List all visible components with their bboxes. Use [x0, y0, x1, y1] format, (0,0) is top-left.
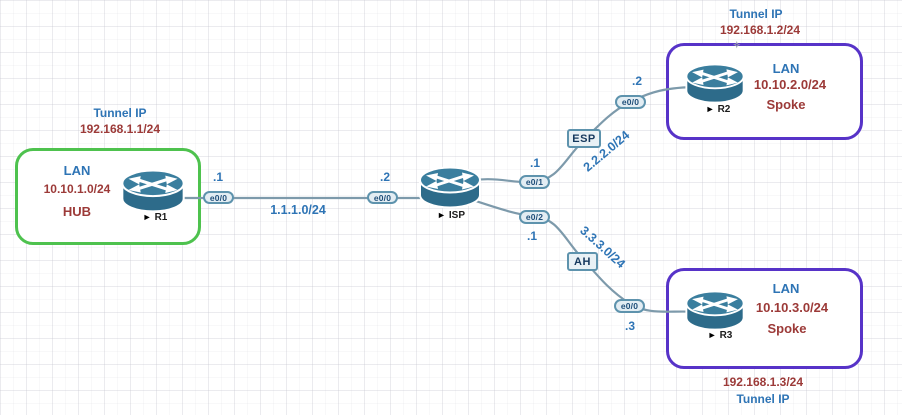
- isp-e00-port-badge: e0/0: [367, 191, 398, 204]
- router-label-isp: ► ISP: [421, 210, 481, 221]
- router-label-r1: ► R1: [125, 212, 185, 223]
- isp-e00-address: .2: [379, 170, 390, 184]
- r3-e00-address: .3: [624, 319, 635, 333]
- r2-e00-address: .2: [631, 74, 642, 88]
- isp-e01-address: .1: [529, 156, 540, 170]
- cursor-artifact: ✧: [733, 40, 741, 50]
- r2-tunnel-ip: 192.168.1.2/24: [719, 23, 801, 37]
- hub-role-label: HUB: [62, 204, 92, 219]
- r2-lan-subnet: 10.10.2.0/24: [753, 77, 827, 92]
- r3-tunnel-ip: 192.168.1.3/24: [722, 375, 804, 389]
- play-icon: ►: [705, 104, 715, 114]
- router-label-r2: ► R2: [688, 104, 748, 115]
- r1-e00-port-badge: e0/0: [203, 191, 234, 204]
- hub-tunnel-ip: 192.168.1.1/24: [79, 122, 161, 136]
- r2-role-label: Spoke: [766, 97, 806, 112]
- esp-protocol-badge: ESP: [567, 129, 601, 148]
- r3-lan-subnet: 10.10.3.0/24: [755, 300, 829, 315]
- hub-lan-label: LAN: [63, 163, 91, 178]
- play-icon: ►: [142, 212, 152, 222]
- ah-protocol-badge: AH: [567, 252, 598, 271]
- isp-e01-port-badge: e0/1: [519, 175, 550, 189]
- router-name-r2: R2: [717, 104, 731, 115]
- isp-e02-port-badge: e0/2: [519, 210, 550, 224]
- link-r1-isp-subnet: 1.1.1.0/24: [270, 203, 326, 217]
- r3-tunnel-label: Tunnel IP: [736, 392, 790, 406]
- hub-lan-subnet: 10.10.1.0/24: [43, 182, 111, 196]
- r2-e00-port-badge: e0/0: [615, 95, 646, 109]
- r2-tunnel-label: Tunnel IP: [729, 7, 783, 21]
- router-label-r3: ► R3: [690, 330, 750, 341]
- play-icon: ►: [436, 210, 446, 220]
- r3-role-label: Spoke: [767, 321, 807, 336]
- router-name-r3: R3: [719, 330, 733, 341]
- hub-tunnel-label: Tunnel IP: [93, 106, 147, 120]
- router-icon-isp: [418, 166, 482, 209]
- r3-lan-label: LAN: [772, 281, 800, 296]
- isp-e02-address: .1: [526, 229, 537, 243]
- play-icon: ►: [707, 330, 717, 340]
- r2-lan-label: LAN: [772, 61, 800, 76]
- router-name-isp: ISP: [448, 210, 466, 221]
- r1-e00-address: .1: [212, 170, 223, 184]
- router-name-r1: R1: [154, 212, 168, 223]
- r3-e00-port-badge: e0/0: [614, 299, 645, 313]
